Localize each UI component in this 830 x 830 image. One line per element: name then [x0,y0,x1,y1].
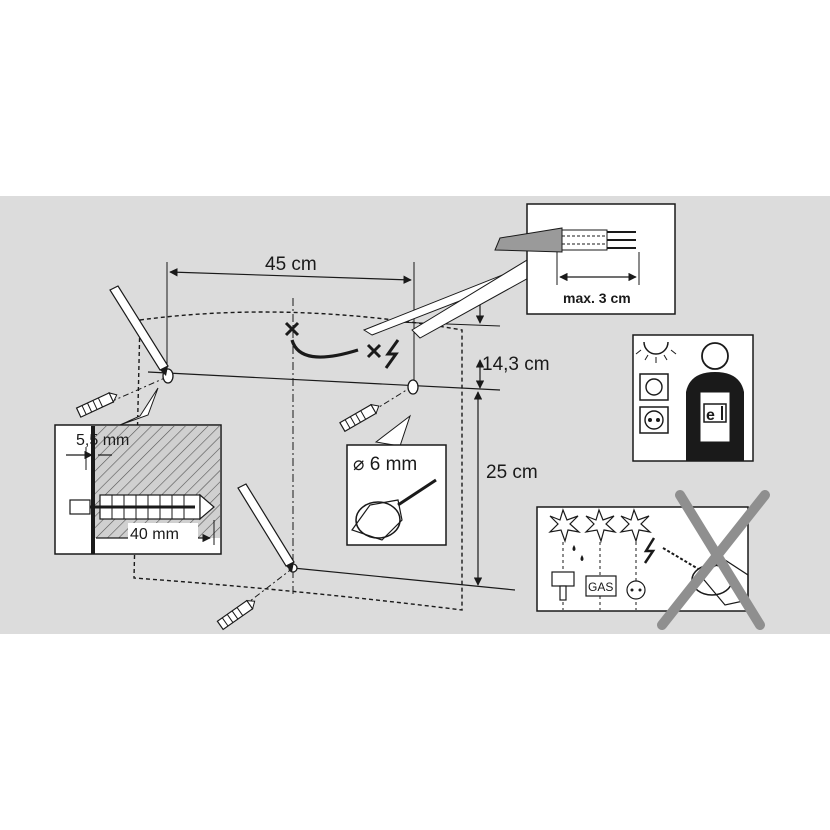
plug-detail-panel: 5,5 mm 40 mm [54,387,222,555]
hidden-lines-hazard-icon: GAS [548,508,749,610]
wall-plug-icon [339,403,380,433]
drill-icon [351,478,437,541]
cable-entry [284,321,400,369]
pencil-icon [109,285,169,376]
cross-out-icon [657,490,770,630]
bottom-mounting-line [292,567,516,591]
electrician-icon: e [686,342,744,461]
svg-text:e: e [706,407,715,424]
label-plug-depth: 5,5 mm [76,432,129,449]
label-drill-diameter: ⌀ 6 mm [353,454,417,475]
label-cable-strip: max. 3 cm [563,290,631,306]
label-hole-spacing: 45 cm [265,254,317,275]
power-off-icon [635,341,677,434]
top-mounting-line [147,371,501,391]
label-top-offset: 14,3 cm [482,354,550,375]
top-ref-line [394,321,501,327]
label-gas: GAS [588,580,613,594]
pencil-icon [237,483,295,572]
device-outline [133,311,463,611]
hole-top-right [407,379,419,395]
label-vertical-spacing: 25 cm [486,462,538,483]
wall-plug-icon [75,392,118,418]
label-plug-length: 40 mm [130,526,179,543]
dim-45cm [169,268,412,284]
cable-strip-panel: max. 3 cm [494,203,676,315]
wall-plug-icon [216,599,256,631]
drill-diameter-panel: ⌀ 6 mm [346,414,447,546]
power-off-panel: e [632,334,754,462]
hidden-lines-hazard-panel: GAS [536,490,770,630]
